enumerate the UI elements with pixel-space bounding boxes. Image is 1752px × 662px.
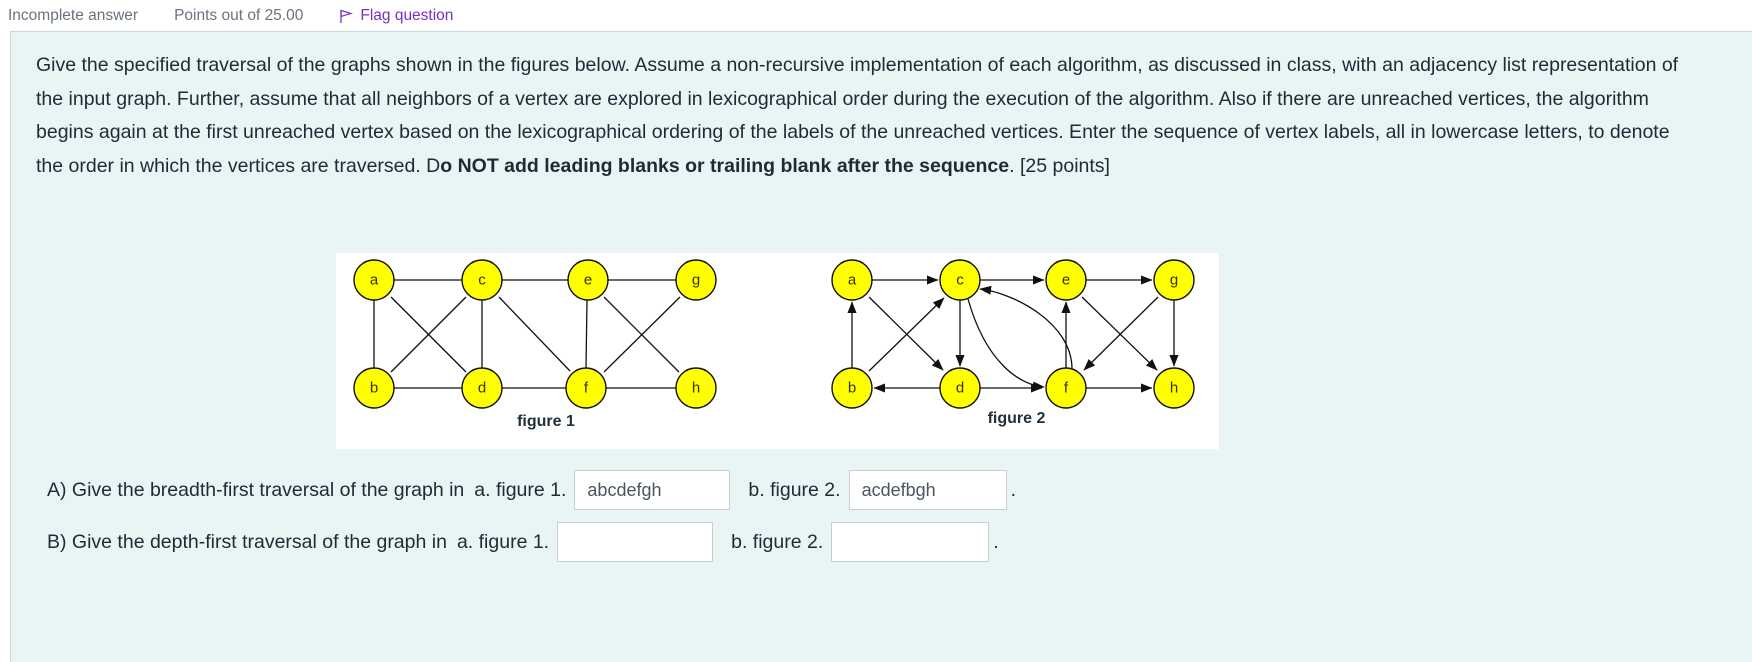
graph-node-label-d: d [478,380,486,397]
bfs-trailing-period: . [1010,478,1016,501]
graph-node-a [353,259,395,301]
figure-1-edges [373,279,681,389]
graph-node-d [939,367,981,409]
graph-node-h [1153,367,1195,409]
question-text-part2: . [25 points] [1009,154,1110,177]
bfs-prompt-label: A) Give the breadth-first traversal of t… [47,478,465,501]
figure-1-graph: a c e g b d f h [353,259,717,409]
flag-question-label: Flag question [360,7,454,24]
dfs-sub-b-label: b. figure 2. [731,530,824,553]
graph-node-f [565,367,607,409]
graph-node-label-c: c [478,272,486,289]
points-text: Points out of 25.00 [174,7,304,24]
bfs-figure2-input[interactable] [848,470,1007,510]
graph-node-label-f: f [1064,380,1069,397]
graph-node-g [675,259,717,301]
dfs-prompt-label: B) Give the depth-first traversal of the… [47,530,447,553]
graph-node-c [461,259,503,301]
dfs-figure1-input[interactable] [557,522,714,562]
graph-node-f [1045,367,1087,409]
figure-2: a c e g b d f h [814,253,1219,433]
graph-node-label-h: h [1170,380,1178,397]
flag-icon [339,9,354,24]
graph-node-label-g: g [1170,272,1178,289]
figure-1-nodes: a c e g b d f h [353,259,717,409]
figures-container: a c e g b d f h [336,253,1219,449]
question-panel: Give the specified traversal of the grap… [10,31,1752,662]
figure-2-graph: a c e g b d f h [831,259,1195,409]
bfs-sub-b-label: b. figure 2. [748,478,841,501]
graph-node-label-e: e [1062,272,1070,289]
figure-2-caption: figure 2 [987,410,1046,427]
answer-row-dfs: B) Give the depth-first traversal of the… [47,522,999,562]
question-text-part1: Give the specified traversal of the grap… [36,54,1679,177]
question-meta-bar: Incomplete answer Points out of 25.00 Fl… [0,0,1752,32]
graph-node-label-b: b [370,380,378,397]
dfs-sub-a-label: a. figure 1. [456,530,550,553]
graph-node-e [567,259,609,301]
graph-node-h [675,367,717,409]
graph-node-e [1045,259,1087,301]
flag-question-button[interactable]: Flag question [339,7,453,25]
graph-node-label-g: g [692,272,700,289]
bfs-figure1-input[interactable] [574,470,731,510]
bfs-sub-a-label: a. figure 1. [474,478,567,501]
answer-status-text: Incomplete answer [8,7,139,24]
graph-node-label-c: c [956,272,964,289]
figure-2-nodes: a c e g b d f h [831,259,1195,409]
graph-node-label-a: a [848,272,857,289]
graph-node-label-d: d [956,380,964,397]
question-text-bold: o NOT add leading blanks or trailing bla… [440,154,1010,177]
figure-2-edges [847,275,1179,393]
graph-node-b [831,367,873,409]
question-text: Give the specified traversal of the grap… [36,49,1701,183]
graph-node-label-e: e [584,272,592,289]
graph-node-a [831,259,873,301]
graph-node-d [461,367,503,409]
figure-1-caption: figure 1 [517,413,575,430]
graph-node-g [1153,259,1195,301]
graph-node-label-h: h [692,380,700,397]
answer-row-bfs: A) Give the breadth-first traversal of t… [47,470,1016,510]
graph-node-label-f: f [584,380,589,397]
graph-node-label-b: b [848,380,856,397]
figure-1: a c e g b d f h [336,253,756,433]
graph-node-c [939,259,981,301]
graph-node-b [353,367,395,409]
dfs-figure2-input[interactable] [831,522,990,562]
dfs-trailing-period: . [993,530,999,553]
graph-node-label-a: a [370,272,379,289]
